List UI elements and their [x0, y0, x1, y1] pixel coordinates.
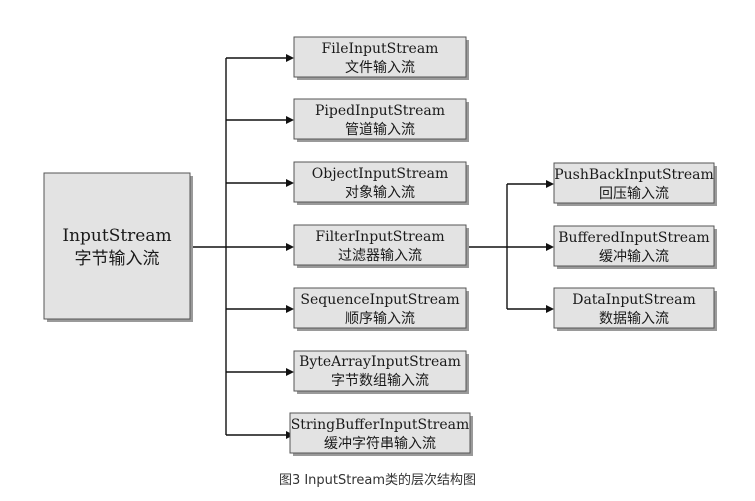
child-title: PipedInputStream — [315, 103, 445, 119]
filter-child-subtitle: 缓冲输入流 — [599, 249, 669, 265]
arrowhead-file — [286, 54, 294, 62]
child-subtitle: 缓冲字符串输入流 — [324, 436, 436, 452]
arrowhead-sequence — [286, 305, 294, 313]
child-title: SequenceInputStream — [300, 292, 459, 308]
arrowhead-filter — [286, 243, 294, 251]
child-node-piped: PipedInputStream 管道输入流 — [293, 98, 469, 142]
child-subtitle: 管道输入流 — [345, 122, 415, 138]
child-title: ByteArrayInputStream — [299, 354, 461, 370]
filter-child-title: BufferedInputStream — [558, 230, 709, 246]
child-node-file: FileInputStream 文件输入流 — [293, 36, 469, 80]
child-subtitle: 过滤器输入流 — [338, 248, 422, 264]
child-node-stringbuffer: StringBufferInputStream 缓冲字符串输入流 — [289, 412, 473, 456]
child-title: FilterInputStream — [315, 229, 444, 245]
root-connectors — [190, 54, 294, 439]
root-subtitle: 字节输入流 — [75, 249, 160, 269]
arrowhead-piped — [286, 116, 294, 124]
child-node-filter: FilterInputStream 过滤器输入流 — [293, 224, 469, 268]
child-title: StringBufferInputStream — [291, 417, 470, 433]
arrowhead-bytearray — [286, 368, 294, 376]
filter-child-node-buffered: BufferedInputStream 缓冲输入流 — [553, 225, 717, 269]
child-subtitle: 顺序输入流 — [345, 311, 415, 327]
filter-child-subtitle: 回压输入流 — [599, 186, 669, 202]
child-node-bytearray: ByteArrayInputStream 字节数组输入流 — [293, 350, 469, 394]
arrowhead-data — [546, 305, 554, 313]
root-node: InputStream 字节输入流 — [43, 172, 193, 322]
filter-child-title: DataInputStream — [572, 292, 696, 308]
arrowhead-object — [286, 179, 294, 187]
filter-child-node-pushback: PushBackInputStream 回压输入流 — [553, 162, 717, 206]
child-title: ObjectInputStream — [312, 166, 449, 182]
filter-connectors — [468, 180, 554, 313]
child-subtitle: 字节数组输入流 — [331, 373, 429, 389]
child-subtitle: 文件输入流 — [345, 60, 415, 76]
arrowhead-pushback — [546, 180, 554, 188]
filter-child-node-data: DataInputStream 数据输入流 — [553, 287, 717, 331]
root-title: InputStream — [62, 226, 171, 246]
figure-caption: 图3 InputStream类的层次结构图 — [278, 473, 477, 488]
filter-child-subtitle: 数据输入流 — [599, 311, 669, 327]
child-subtitle: 对象输入流 — [345, 185, 415, 201]
child-node-object: ObjectInputStream 对象输入流 — [293, 161, 469, 205]
child-node-sequence: SequenceInputStream 顺序输入流 — [293, 287, 469, 331]
child-title: FileInputStream — [322, 41, 439, 57]
arrowhead-buffered — [546, 243, 554, 251]
filter-child-title: PushBackInputStream — [554, 167, 714, 183]
